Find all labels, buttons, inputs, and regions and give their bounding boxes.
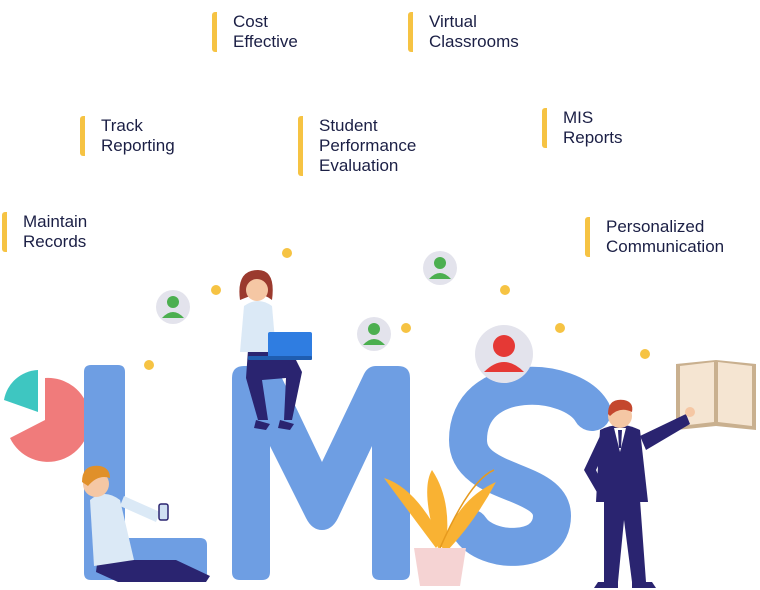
feature-cost-effective: Cost Effective <box>212 12 298 52</box>
letter-m <box>232 366 410 580</box>
user-avatar-icon <box>156 290 190 324</box>
laptop-icon <box>248 332 312 360</box>
feature-line: Reporting <box>101 136 175 155</box>
feature-virtual-classrooms: Virtual Classrooms <box>408 12 519 52</box>
feature-line: Reports <box>563 128 623 147</box>
phone-icon <box>158 503 169 521</box>
man-in-suit <box>584 399 695 588</box>
feature-personalized-communication: Personalized Communication <box>585 217 724 257</box>
man-with-phone <box>82 465 210 582</box>
feature-line: Virtual <box>429 12 477 31</box>
feature-line: Personalized <box>606 217 705 236</box>
feature-student-performance-evaluation: Student Performance Evaluation <box>298 116 416 176</box>
woman-with-laptop <box>239 270 312 430</box>
feature-track-reporting: Track Reporting <box>80 116 175 156</box>
feature-line: Communication <box>606 237 725 256</box>
feature-maintain-records: Maintain Records <box>2 212 87 252</box>
feature-line: Cost <box>233 12 268 31</box>
decorative-dots <box>144 248 650 370</box>
plant-icon <box>384 469 496 586</box>
feature-line: Classrooms <box>429 32 519 51</box>
user-avatar-icon <box>475 325 533 383</box>
user-avatar-icon <box>357 317 391 351</box>
feature-line: Student <box>319 116 378 135</box>
feature-line: Track <box>101 116 143 135</box>
feature-line: Maintain <box>23 212 88 231</box>
feature-line: MIS <box>563 108 594 127</box>
feature-line: Evaluation <box>319 156 399 175</box>
feature-mis-reports: MIS Reports <box>542 108 623 148</box>
pie-chart-icon <box>4 370 90 462</box>
feature-line: Effective <box>233 32 298 51</box>
feature-line: Records <box>23 232 87 251</box>
user-avatar-icon <box>423 251 457 285</box>
letter-s <box>448 366 611 566</box>
feature-line: Performance <box>319 136 417 155</box>
